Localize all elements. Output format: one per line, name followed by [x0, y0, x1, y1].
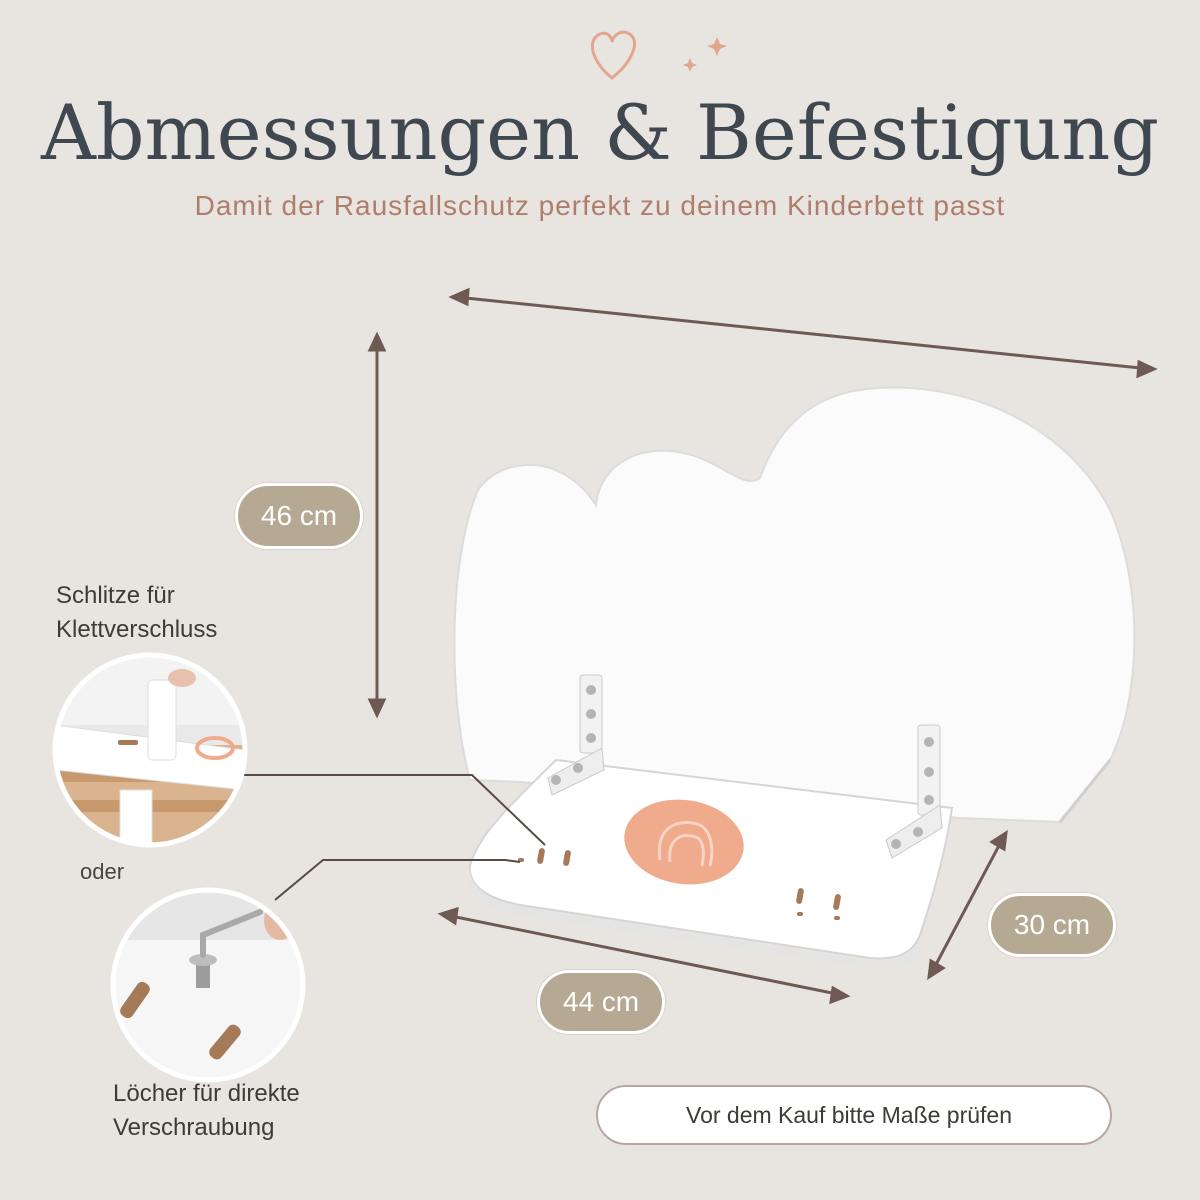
slots-label: Schlitze für Klettverschluss: [56, 582, 218, 643]
height-badge: 46 cm: [235, 483, 363, 549]
bracket-right: [885, 724, 943, 859]
note-text: Vor dem Kauf bitte Maße prüfen: [686, 1101, 1013, 1128]
callout-lines: [241, 774, 546, 901]
bracket-left: [547, 674, 605, 796]
heart-icon: [590, 30, 637, 80]
height-arrow: [367, 331, 387, 719]
depth-badge: 30 cm: [988, 893, 1116, 957]
width-bottom-arrow: [437, 906, 851, 1005]
logo-circle: [624, 799, 744, 885]
depth-value: 30 cm: [1013, 909, 1091, 940]
holes-label: Löcher für direkte Verschraubung: [113, 1080, 300, 1141]
cloud-backboard: [453, 386, 1136, 824]
width-badge: 44 cm: [537, 970, 665, 1034]
page-title: Abmessungen & Befestigung: [41, 88, 1159, 177]
depth-arrow: [927, 830, 1008, 980]
star-icon: [683, 37, 727, 72]
detail-circle-screw: [110, 887, 306, 1083]
detail-circle-slots: [52, 652, 248, 848]
measure-note: Vor dem Kauf bitte Maße prüfen: [596, 1085, 1112, 1145]
width-top-arrow: [448, 287, 1158, 379]
plate-slots: [518, 848, 841, 920]
page-subtitle: Damit der Rausfallschutz perfekt zu dein…: [194, 190, 1006, 221]
height-value: 46 cm: [260, 500, 338, 531]
or-label: oder: [80, 859, 125, 884]
width-value: 44 cm: [562, 986, 640, 1017]
